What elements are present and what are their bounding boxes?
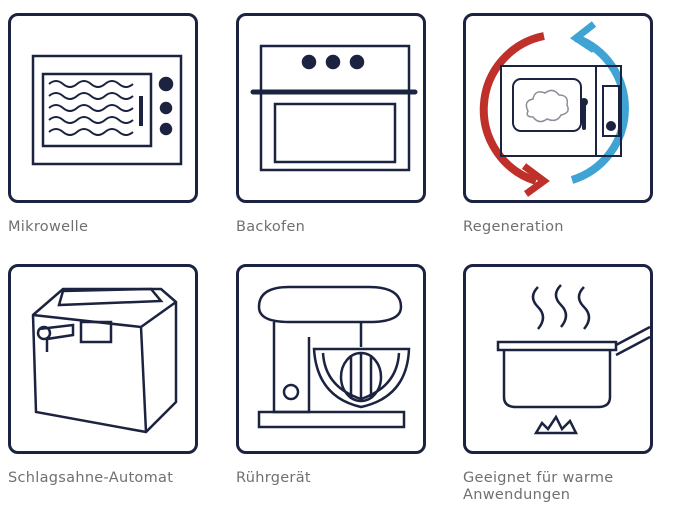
tile-backofen[interactable]: Backofen (236, 13, 426, 236)
microwave-icon (8, 13, 198, 203)
hot-pot-icon (463, 264, 653, 454)
tile-mikrowelle[interactable]: Mikrowelle (8, 13, 198, 236)
tile-regeneration[interactable]: Regeneration (463, 13, 653, 236)
label-mikrowelle: Mikrowelle (8, 219, 89, 235)
tile-ruehrgeraet[interactable]: Rührgerät (236, 264, 426, 487)
label-warme-anwendungen: Geeignet für warme Anwendungen (463, 470, 614, 503)
whipped-cream-machine-icon (8, 264, 198, 454)
regeneration-icon (463, 13, 653, 203)
label-ruehrgeraet: Rührgerät (236, 470, 311, 486)
stand-mixer-icon (236, 264, 426, 454)
tile-schlagsahne-automat[interactable]: Schlagsahne-Automat (8, 264, 198, 487)
label-backofen: Backofen (236, 219, 306, 235)
label-schlagsahne-automat: Schlagsahne-Automat (8, 470, 174, 486)
tile-warme-anwendungen[interactable]: Geeignet für warme Anwendungen (463, 264, 653, 504)
oven-icon (236, 13, 426, 203)
label-regeneration: Regeneration (463, 219, 564, 235)
